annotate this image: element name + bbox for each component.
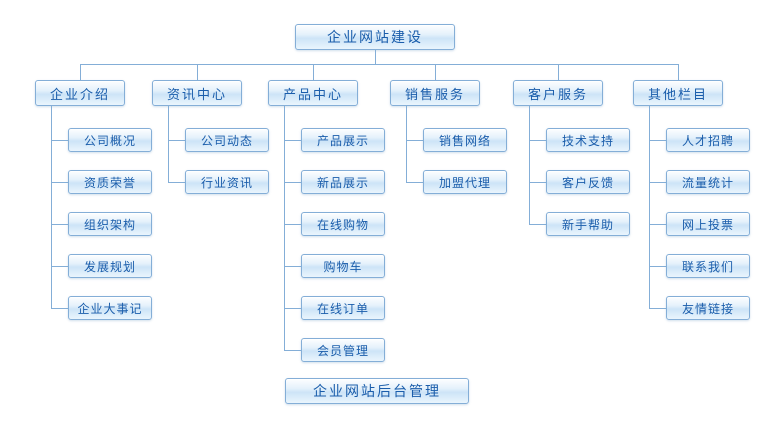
connector-column-drop [313,64,314,80]
connector-column-trunk [284,106,285,351]
connector-leaf-stub [284,140,301,141]
connector-leaf-stub [284,182,301,183]
column-node: 销售服务 [390,80,480,106]
connector-leaf-stub [51,266,68,267]
leaf-node: 流量统计 [666,170,750,194]
connector-leaf-stub [284,308,301,309]
connector-leaf-stub [284,350,301,351]
leaf-node: 销售网络 [423,128,507,152]
connector-leaf-stub [284,224,301,225]
leaf-node: 公司动态 [185,128,269,152]
connector-column-drop [197,64,198,80]
connector-column-trunk [649,106,650,309]
connector-column-drop [678,64,679,80]
leaf-node: 技术支持 [546,128,630,152]
column-node: 企业介绍 [35,80,125,106]
connector-leaf-stub [649,308,666,309]
connector-leaf-stub [51,308,68,309]
leaf-node: 资质荣誉 [68,170,152,194]
connector-leaf-stub [284,266,301,267]
leaf-node: 新品展示 [301,170,385,194]
leaf-node: 网上投票 [666,212,750,236]
column-node: 客户服务 [513,80,603,106]
connector-leaf-stub [168,182,185,183]
leaf-node: 企业大事记 [68,296,152,320]
root-node: 企业网站建设 [295,24,455,50]
connector-column-trunk [406,106,407,183]
connector-column-trunk [529,106,530,225]
connector-leaf-stub [51,182,68,183]
connector-leaf-stub [51,140,68,141]
connector-bus [80,64,678,65]
connector-leaf-stub [406,182,423,183]
connector-column-drop [80,64,81,80]
connector-leaf-stub [406,140,423,141]
connector-column-drop [558,64,559,80]
connector-leaf-stub [168,140,185,141]
connector-root-stem [375,50,376,64]
connector-column-trunk [168,106,169,183]
footer-node: 企业网站后台管理 [285,378,469,404]
connector-leaf-stub [529,140,546,141]
column-node: 其他栏目 [633,80,723,106]
leaf-node: 公司概况 [68,128,152,152]
column-node: 资讯中心 [152,80,242,106]
connector-leaf-stub [529,182,546,183]
leaf-node: 人才招聘 [666,128,750,152]
leaf-node: 加盟代理 [423,170,507,194]
connector-leaf-stub [649,140,666,141]
leaf-node: 友情链接 [666,296,750,320]
leaf-node: 客户反馈 [546,170,630,194]
leaf-node: 新手帮助 [546,212,630,236]
connector-leaf-stub [51,224,68,225]
connector-column-drop [435,64,436,80]
leaf-node: 联系我们 [666,254,750,278]
leaf-node: 在线购物 [301,212,385,236]
leaf-node: 产品展示 [301,128,385,152]
leaf-node: 组织架构 [68,212,152,236]
leaf-node: 会员管理 [301,338,385,362]
connector-leaf-stub [529,224,546,225]
leaf-node: 行业资讯 [185,170,269,194]
column-node: 产品中心 [268,80,358,106]
leaf-node: 发展规划 [68,254,152,278]
connector-column-trunk [51,106,52,309]
leaf-node: 在线订单 [301,296,385,320]
leaf-node: 购物车 [301,254,385,278]
connector-leaf-stub [649,266,666,267]
connector-leaf-stub [649,224,666,225]
connector-leaf-stub [649,182,666,183]
